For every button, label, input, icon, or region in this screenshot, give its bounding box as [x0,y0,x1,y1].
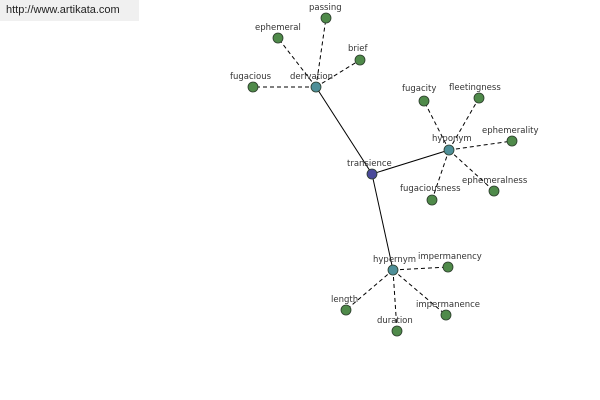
node-leaf-fugacious-dot[interactable] [247,81,259,93]
node-leaf-fugacity-label: fugacity [402,84,436,94]
node-hub-hypernym[interactable]: hypernym [373,255,416,276]
node-hub-derivation-label: derivation [290,72,333,82]
node-leaf-duration-label: duration [377,316,413,326]
node-leaf-ephemeral[interactable]: ephemeral [255,23,301,44]
node-leaf-ephemerality-label: ephemerality [482,126,539,136]
node-leaf-duration-dot[interactable] [391,325,403,337]
edge-derivation-passing [315,17,327,88]
node-leaf-fleetingness[interactable]: fleetingness [449,83,501,104]
node-hub-hyponym-dot[interactable] [443,144,455,156]
node-leaf-brief-dot[interactable] [354,54,366,66]
node-leaf-passing-dot[interactable] [320,12,332,24]
node-leaf-fugaciousness[interactable]: fugaciousness [400,184,461,206]
edge-root-hyponym [371,149,450,175]
edge-hypernym-length [345,269,394,311]
node-leaf-impermanency-dot[interactable] [442,261,454,273]
node-hub-hypernym-dot[interactable] [387,264,399,276]
edge-hyponym-fleetingness [448,97,480,151]
edge-hyponym-ephemerality [448,140,513,151]
node-leaf-ephemeralness[interactable]: ephemeralness [462,176,528,197]
edge-derivation-ephemeral [277,37,317,88]
node-leaf-impermanency-label: impermanency [418,252,482,262]
node-hub-hyponym[interactable]: hyponym [432,134,472,156]
node-leaf-impermanence-label: impermanence [416,300,480,310]
node-leaf-ephemeralness-dot[interactable] [488,185,500,197]
graph-edges [253,17,513,332]
node-leaf-fleetingness-dot[interactable] [473,92,485,104]
edge-root-hypernym [371,173,394,271]
edge-derivation-brief [315,59,361,88]
node-leaf-length-label: length [331,295,358,305]
node-hub-hypernym-label: hypernym [373,255,416,265]
node-leaf-impermanence-dot[interactable] [440,309,452,321]
node-leaf-ephemerality[interactable]: ephemerality [482,126,539,147]
node-root-transience-dot[interactable] [366,168,378,180]
node-leaf-length[interactable]: length [331,295,358,316]
node-leaf-passing[interactable]: passing [309,3,342,24]
node-leaf-fleetingness-label: fleetingness [449,83,501,93]
node-leaf-fugaciousness-label: fugaciousness [400,184,461,194]
node-leaf-passing-label: passing [309,3,342,13]
node-root-transience-label: transience [347,159,392,169]
edge-hyponym-fugacity [423,100,450,151]
node-leaf-fugacity[interactable]: fugacity [402,84,436,107]
node-leaf-duration[interactable]: duration [377,316,413,337]
node-leaf-ephemeral-dot[interactable] [272,32,284,44]
edge-hyponym-ephemeralness [448,149,495,192]
edge-hypernym-impermanency [392,266,449,271]
node-leaf-ephemerality-dot[interactable] [506,135,518,147]
node-leaf-fugacious[interactable]: fugacious [230,72,272,93]
node-leaf-ephemeralness-label: ephemeralness [462,176,528,186]
node-leaf-fugaciousness-dot[interactable] [426,194,438,206]
node-leaf-brief-label: brief [348,44,368,54]
node-leaf-impermanence[interactable]: impermanence [416,300,480,321]
node-root-transience[interactable]: transience [347,159,392,180]
node-leaf-fugacity-dot[interactable] [418,95,430,107]
edge-hypernym-impermanence [392,269,447,316]
edge-hypernym-duration [392,269,398,332]
node-leaf-ephemeral-label: ephemeral [255,23,301,33]
node-leaf-brief[interactable]: brief [348,44,368,66]
node-leaf-length-dot[interactable] [340,304,352,316]
node-leaf-impermanency[interactable]: impermanency [418,252,482,273]
node-leaf-fugacious-label: fugacious [230,72,272,82]
graph-nodes: transience derivation passing ephemeral brie… [230,3,539,337]
edge-hyponym-fugaciousness [431,149,450,201]
node-hub-hyponym-label: hyponym [432,134,472,144]
source-url[interactable]: http://www.artikata.com [0,0,139,21]
edge-root-derivation [315,86,373,175]
node-hub-derivation[interactable]: derivation [290,72,333,93]
node-hub-derivation-dot[interactable] [310,81,322,93]
